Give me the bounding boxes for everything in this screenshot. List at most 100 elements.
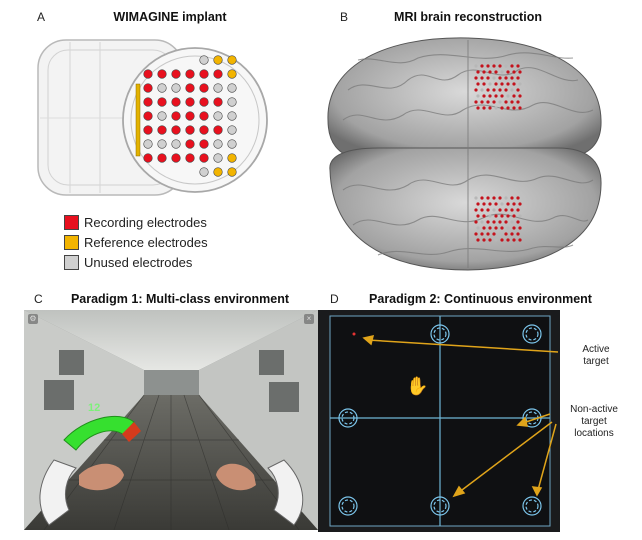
brain-electrode-dot: [518, 70, 522, 74]
brain-electrode-dot: [474, 100, 478, 104]
brain-electrode-dot: [480, 64, 484, 68]
brain-electrode-dot: [480, 76, 484, 80]
brain-electrode-dot: [482, 238, 486, 242]
electrode-dot: [199, 83, 209, 93]
brain-electrode-dot: [482, 82, 486, 86]
electrode-legend: Recording electrodes Reference electrode…: [64, 212, 208, 272]
brain-electrode-dot: [476, 106, 480, 110]
electrode-dot: [143, 125, 153, 135]
brain-electrode-dot: [482, 202, 486, 206]
brain-electrode-dot: [510, 100, 514, 104]
brain-electrode-dot: [500, 238, 504, 242]
panel-b-letter: B: [340, 10, 349, 24]
electrode-dot: [199, 125, 209, 135]
electrode-dot: [171, 69, 181, 79]
electrode-dot: [199, 139, 209, 149]
brain-electrode-dot: [510, 232, 514, 236]
brain-electrode-dot: [480, 100, 484, 104]
brain-electrode-dot: [504, 64, 508, 68]
legend-label: Recording electrodes: [84, 214, 207, 230]
brain-electrode-dot: [486, 196, 490, 200]
target-ring: [430, 324, 450, 344]
brain-electrode-dot: [474, 64, 478, 68]
brain-electrode-dot: [476, 202, 480, 206]
continuous-environment-scene: ✋: [318, 310, 560, 532]
svg-text:✋: ✋: [406, 375, 428, 397]
brain-electrode-dot: [518, 94, 522, 98]
annotation-line: target: [583, 356, 609, 367]
annotation-line: Non-active: [570, 404, 618, 415]
electrode-dot: [171, 111, 181, 121]
legend-item-recording: Recording electrodes: [64, 212, 208, 232]
brain-electrode-dot: [476, 82, 480, 86]
electrode-dot: [213, 55, 223, 65]
electrode-dot: [171, 83, 181, 93]
legend-item-unused: Unused electrodes: [64, 252, 208, 272]
brain-electrode-dot: [494, 226, 498, 230]
brain-electrode-dot: [482, 70, 486, 74]
brain-electrode-dot: [500, 226, 504, 230]
electrode-dot: [185, 125, 195, 135]
electrode-dot: [213, 83, 223, 93]
brain-electrode-dot: [498, 88, 502, 92]
panel-c-title: Paradigm 1: Multi-class environment: [70, 292, 290, 306]
annotation-line: locations: [574, 428, 614, 439]
brain-electrode-dot: [474, 208, 478, 212]
electrode-dot: [157, 97, 167, 107]
legend-label: Unused electrodes: [84, 254, 193, 270]
brain-electrode-dot: [486, 76, 490, 80]
brain-electrode-dot: [518, 106, 522, 110]
mri-brain-image: [327, 37, 602, 271]
brain-electrode-dot: [510, 220, 514, 224]
brain-electrode-dot: [516, 88, 520, 92]
electrode-dot: [143, 111, 153, 121]
brain-electrode-dot: [500, 94, 504, 98]
electrode-dot: [199, 167, 209, 177]
brain-electrode-dot: [504, 196, 508, 200]
brain-electrode-dot: [516, 196, 520, 200]
target-ring: [522, 496, 542, 516]
electrode-dot: [185, 83, 195, 93]
brain-electrode-dot: [486, 100, 490, 104]
brain-electrode-dot: [504, 232, 508, 236]
target-ring: [525, 327, 539, 341]
electrode-dot: [227, 69, 237, 79]
brain-electrode-dot: [512, 70, 516, 74]
brain-electrode-dot: [512, 226, 516, 230]
electrode-dot: [171, 125, 181, 135]
brain-electrode-dot: [500, 70, 504, 74]
brain-electrode-dot: [486, 208, 490, 212]
brain-electrode-dot: [476, 70, 480, 74]
brain-electrode-dot: [482, 214, 486, 218]
brain-electrode-dot: [506, 226, 510, 230]
brain-electrode-dot: [488, 202, 492, 206]
electrode-dot: [157, 83, 167, 93]
electrode-dot: [157, 139, 167, 149]
brain-electrode-dot: [506, 202, 510, 206]
electrode-dot: [185, 97, 195, 107]
virtual-corridor-scene: [24, 310, 318, 530]
legend-label: Reference electrodes: [84, 234, 208, 250]
electrode-dot: [143, 139, 153, 149]
brain-electrode-dot: [500, 82, 504, 86]
non-active-annotation: Non-active target locations: [560, 404, 628, 440]
brain-electrode-dot: [480, 88, 484, 92]
close-icon-button[interactable]: ×: [306, 314, 312, 323]
brain-electrode-dot: [500, 106, 504, 110]
annotation-line: Active: [582, 344, 610, 355]
electrode-dot: [227, 139, 237, 149]
electrode-dot: [213, 97, 223, 107]
electrode-dot: [143, 83, 153, 93]
target-ring: [341, 411, 355, 425]
brain-electrode-dot: [516, 220, 520, 224]
panel-a-letter: A: [37, 10, 46, 24]
brain-electrode-dot: [474, 220, 478, 224]
settings-icon-button[interactable]: ⚙: [29, 314, 37, 323]
target-ring: [338, 496, 358, 516]
brain-electrode-dot: [492, 196, 496, 200]
brain-electrode-dot: [494, 214, 498, 218]
brain-electrode-dot: [476, 238, 480, 242]
brain-electrode-dot: [494, 238, 498, 242]
electrode-dot: [185, 153, 195, 163]
brain-electrode-dot: [476, 94, 480, 98]
